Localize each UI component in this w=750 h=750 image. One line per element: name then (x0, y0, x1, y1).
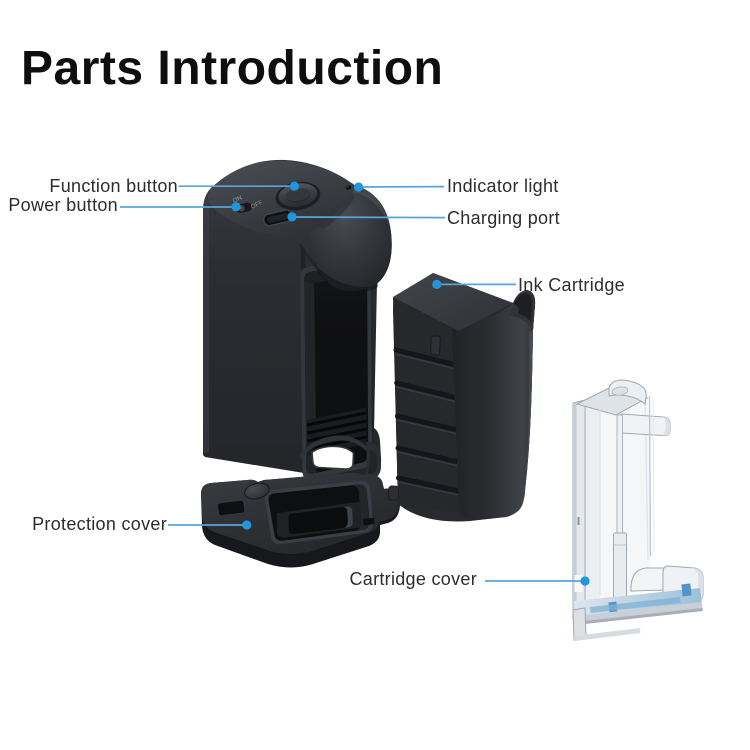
label-indicator-light: Indicator light (447, 176, 559, 196)
charging-port (263, 209, 293, 227)
power-on-marking: ON (232, 194, 243, 204)
label-power-button: Power button (8, 195, 118, 215)
device-body: ON OFF (203, 159, 392, 488)
ink-cartridge (387, 273, 536, 522)
callout-dot-power-button (231, 202, 241, 212)
callout-dot-protection-cover (242, 520, 252, 530)
label-function-button: Function button (49, 176, 178, 196)
indicator-light (345, 185, 352, 190)
label-charging-port: Charging port (447, 208, 560, 228)
callout-dot-function-button (289, 181, 300, 191)
label-cartridge-cover: Cartridge cover (349, 569, 477, 589)
callout-dots (231, 181, 590, 586)
callout-dot-indicator-light (354, 182, 364, 192)
label-protection-cover: Protection cover (32, 514, 167, 534)
callout-line-charging-port (291, 216, 446, 219)
label-ink-cartridge: Ink Cartridge (518, 275, 625, 295)
callout-dot-ink-cartridge (432, 279, 442, 289)
function-button (275, 181, 321, 211)
callout-dot-charging-port (287, 212, 297, 222)
power-off-marking: OFF (250, 199, 264, 211)
callout-dot-cartridge-cover (580, 576, 590, 586)
page-title: Parts Introduction (21, 42, 444, 95)
protection-cover (201, 472, 400, 568)
callout-lines (120, 185, 585, 582)
print-head-frame (300, 435, 381, 482)
cartridge-cover (572, 379, 704, 641)
